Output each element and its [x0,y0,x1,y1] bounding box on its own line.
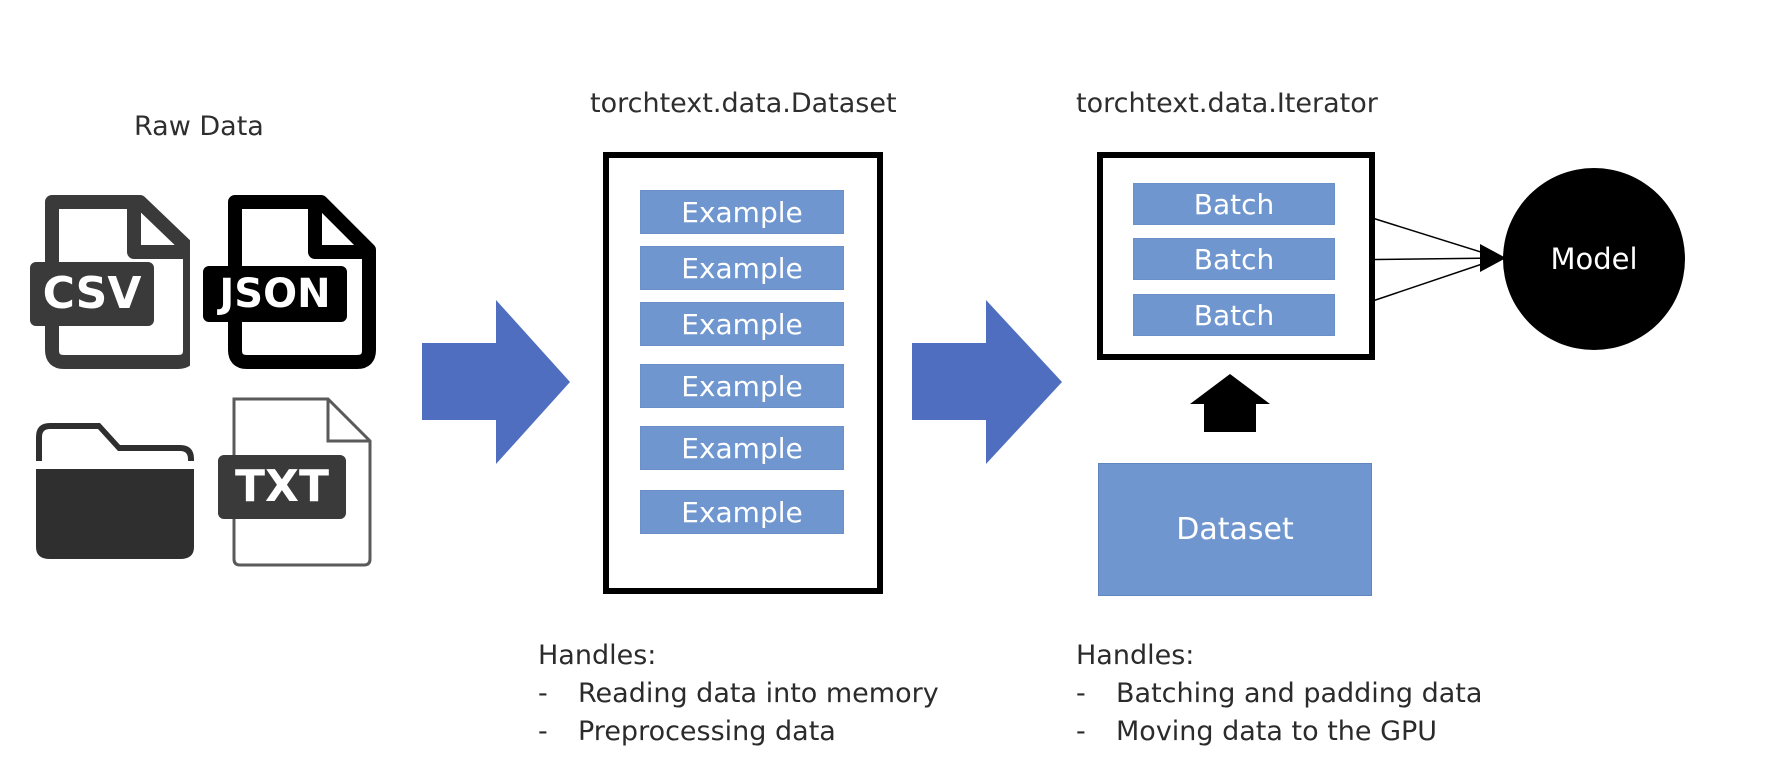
example-block: Example [640,190,844,234]
bullet-dash: - [538,716,548,747]
batch-block: Batch [1133,294,1335,336]
dataset-block: Dataset [1098,463,1372,596]
batch-block: Batch [1133,238,1335,280]
bullet-dash: - [1076,678,1086,709]
bullet-dash: - [538,678,548,709]
example-block: Example [640,246,844,290]
bullet-dash: - [1076,716,1086,747]
iterator-handles-title: Handles: [1076,640,1195,671]
iterator-title: torchtext.data.Iterator [1076,88,1378,119]
raw-data-title: Raw Data [134,111,264,142]
json-file-icon: JSON [203,190,378,370]
example-block: Example [640,490,844,534]
dataset-handles: Handles: -Reading data into memory -Prep… [538,637,939,751]
dataset-handle-item: Reading data into memory [578,678,939,709]
example-block: Example [640,364,844,408]
model-circle: Model [1503,168,1685,350]
dataset-title: torchtext.data.Dataset [590,88,897,119]
example-block: Example [640,426,844,470]
arrow-raw-to-dataset [422,300,570,464]
iterator-handles: Handles: -Batching and padding data -Mov… [1076,637,1482,751]
iterator-handle-item: Batching and padding data [1116,678,1483,709]
dataset-handle-item: Preprocessing data [578,716,836,747]
model-arrowhead [1480,244,1506,272]
arrow-dataset-up [1190,374,1270,432]
example-block: Example [640,302,844,346]
batch-block: Batch [1133,183,1335,225]
arrow-dataset-to-iterator [912,300,1062,464]
dataset-handles-title: Handles: [538,640,657,671]
csv-icon-text: CSV [42,268,142,319]
txt-icon-text: TXT [235,461,329,512]
csv-file-icon: CSV [30,190,190,370]
folder-icon [30,415,200,565]
iterator-handle-item: Moving data to the GPU [1116,716,1438,747]
txt-file-icon: TXT [210,395,380,570]
json-icon-text: JSON [219,271,331,317]
